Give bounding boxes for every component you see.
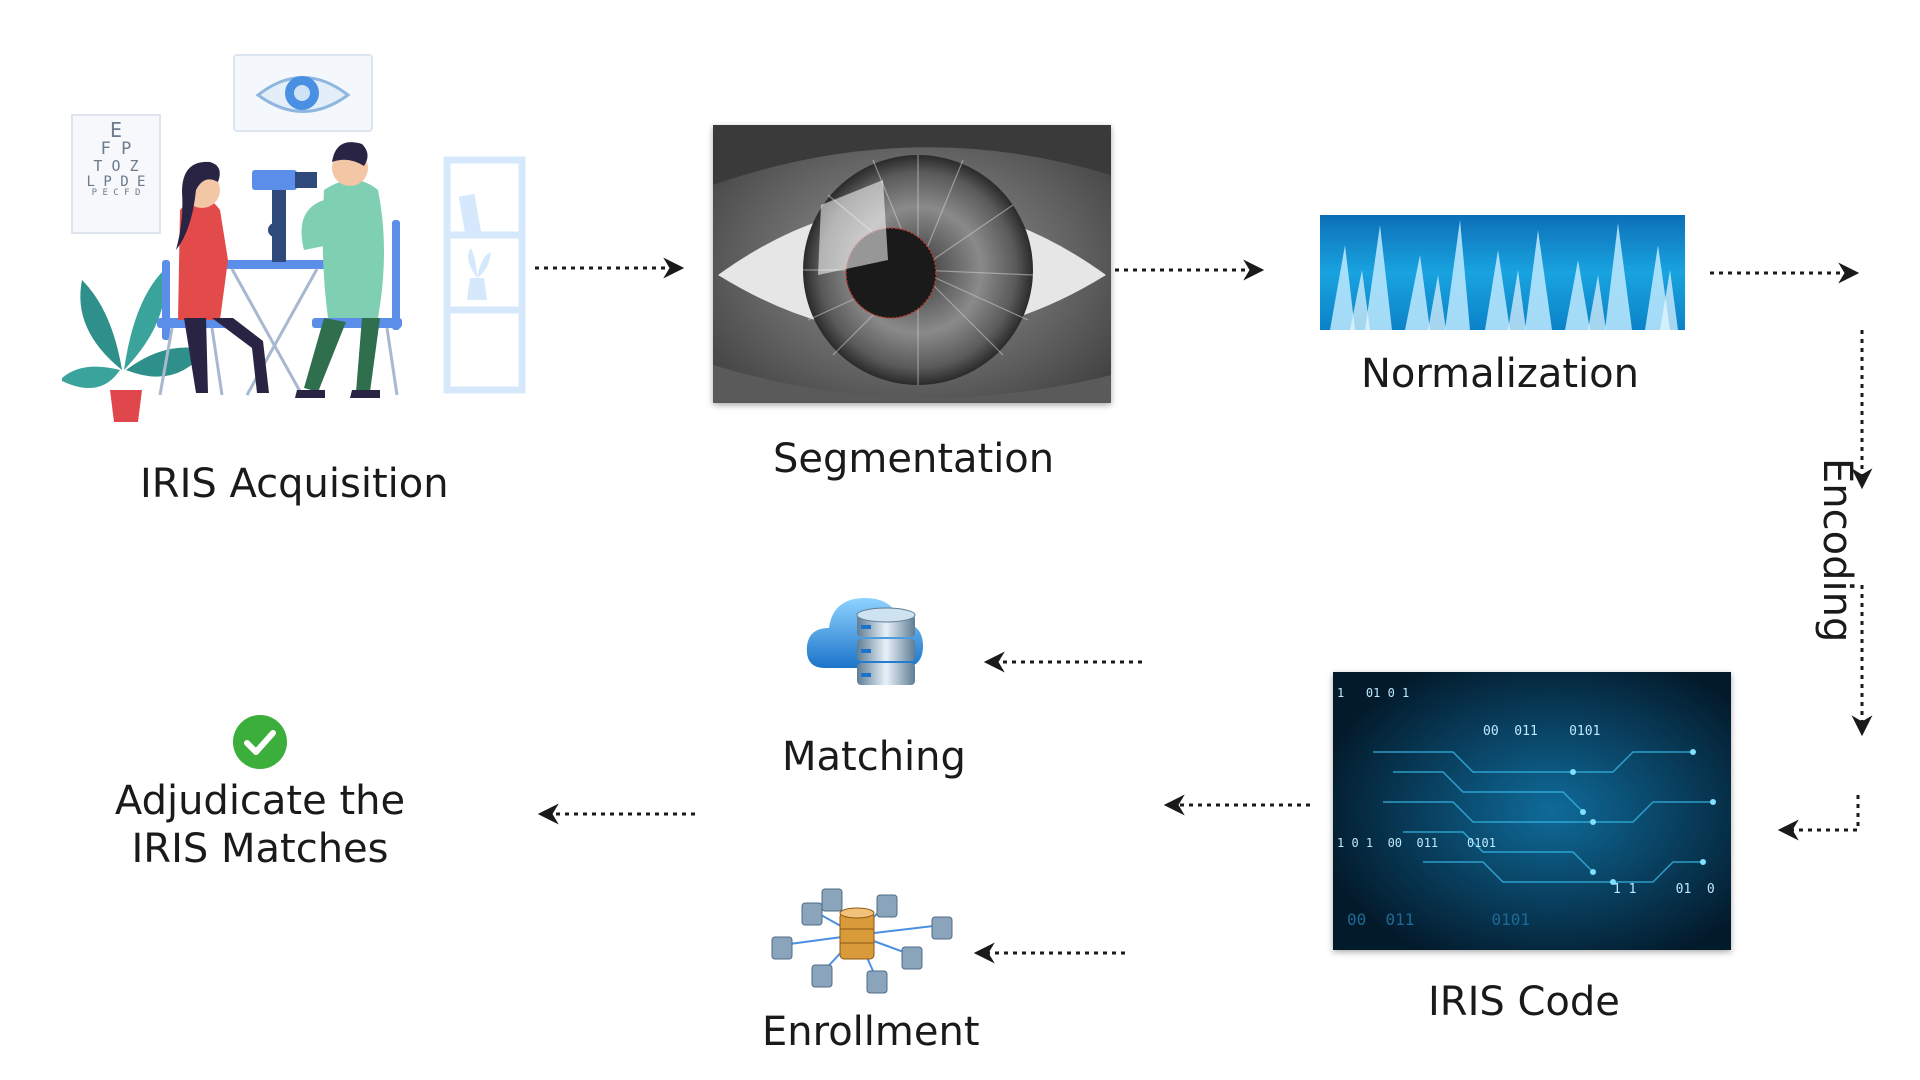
label-normalization: Normalization [1361,351,1639,397]
shelf [443,156,526,394]
circuit-board-image [1333,672,1731,950]
label-encoding: Encoding [1814,458,1860,643]
eye-chart-row: L P D E [86,173,146,190]
plant-icon [80,280,122,370]
database-network-icon [771,888,953,994]
eye-chart-row: F P [100,139,132,159]
normalization-node [1320,215,1685,330]
acquisition-node [60,50,532,430]
label-enrollment: Enrollment [762,1009,980,1055]
iris-code-node: 1 01 0 1 00 011 0101 1 0 1 00 011 0101 1… [1333,672,1731,950]
check-icon [232,714,288,770]
normalized-iris-strip [1320,215,1685,330]
eye-chart-row: T O Z [93,156,139,175]
arrow-encoding-to-iris-code [1777,795,1860,841]
code-line: 00 011 0101 [1483,724,1601,739]
label-iris-acquisition: IRIS Acquisition [140,461,449,507]
eye-chart-letters: E F P T O Z L P D E P E C F D [72,120,160,199]
doctor-figure [322,180,384,318]
code-line: 00 011 0101 [1347,910,1531,929]
code-bits: 1 01 0 1 00 011 0101 1 0 1 00 011 0101 1… [1333,672,1731,950]
label-segmentation: Segmentation [773,436,1055,482]
code-line: 1 01 0 1 [1337,686,1410,700]
code-line: 1 0 1 00 011 0101 [1337,836,1496,850]
eye-exam-illustration [60,54,526,422]
enrollment-node [752,885,962,995]
eye-chart-row: P E C F D [91,188,141,199]
adjudicate-line-2: IRIS Matches [131,826,389,872]
label-iris-code: IRIS Code [1428,979,1620,1025]
label-matching: Matching [782,734,966,780]
patient-figure [178,197,228,320]
adjudicate-line-1: Adjudicate the [114,778,406,824]
matching-node [805,573,935,703]
code-line: 1 1 01 0 1 [1613,882,1731,897]
label-adjudicate: Adjudicate the IRIS Matches [60,777,460,873]
eye-chart-board [71,114,161,234]
segmentation-node [713,125,1111,403]
eye-closeup-image [713,125,1111,403]
cloud-database-icon [806,598,923,685]
eye-chart-row: E [109,118,123,142]
